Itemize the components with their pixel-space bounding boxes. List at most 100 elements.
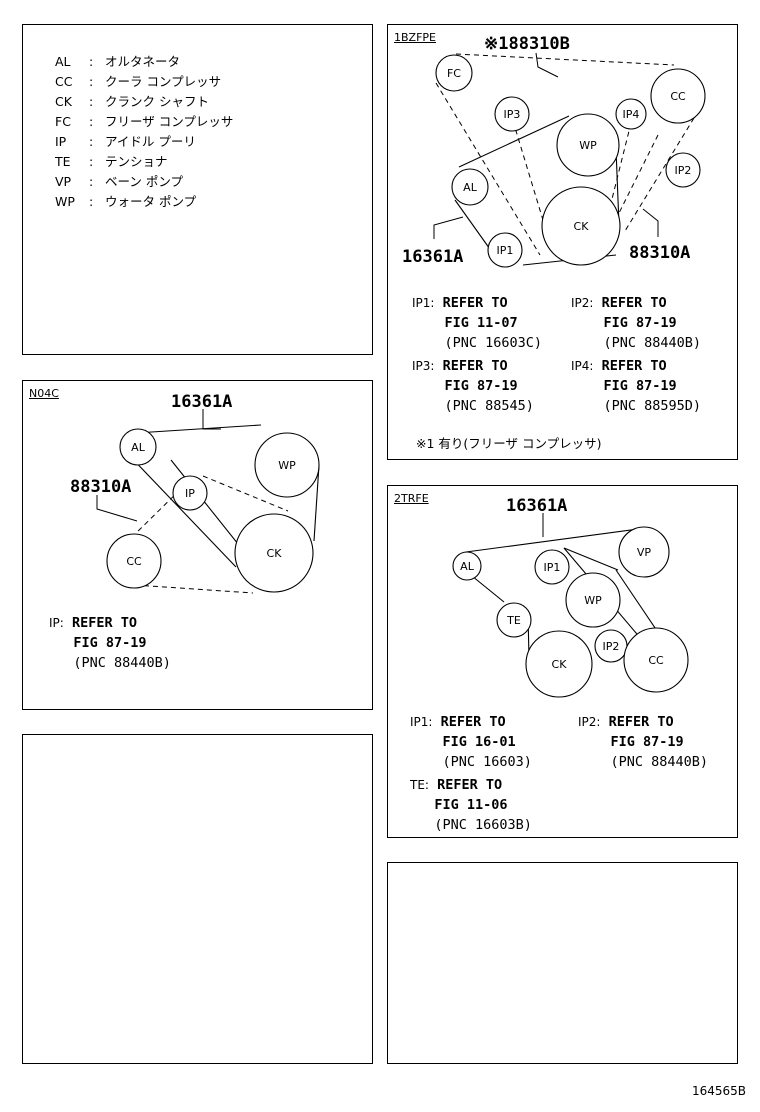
pulley-label: IP2 <box>675 164 692 177</box>
pulley-te <box>496 602 532 638</box>
legend-row: VP:ベーン ポンプ <box>55 174 183 189</box>
pulley-ip2 <box>665 152 701 188</box>
legend-row: CK:クランク シャフト <box>55 94 209 109</box>
ref-te: TE: REFER TO FIG 11-06 (PNC 16603B) <box>410 777 532 833</box>
engine-tag: N04C <box>29 387 59 400</box>
belt-segment <box>455 53 675 66</box>
belt-diagram-2trfe: VP AL IP1 WP TE IP2 CC CK 16361A <box>452 496 689 698</box>
legend-code: TE <box>55 154 71 169</box>
pulley-fc <box>435 54 473 92</box>
pulley-label: CC <box>648 654 664 667</box>
pulley-al <box>119 428 157 466</box>
pulley-ck <box>541 186 621 266</box>
pulley-label: AL <box>131 441 146 454</box>
part-number-16361a: 16361A <box>402 247 463 267</box>
pulley-ip4 <box>615 98 647 130</box>
legend-code: FC <box>55 114 71 129</box>
belt-segment <box>512 120 547 231</box>
legend-code: WP <box>55 194 75 209</box>
ref-ip: IP: REFER TO FIG 87-19 (PNC 88440B) <box>49 615 171 671</box>
pulley-label: IP4 <box>623 108 640 121</box>
belt-segment <box>125 451 237 568</box>
pulley-ip <box>172 475 208 511</box>
part-number-88310b: ※188310B <box>484 34 570 54</box>
legend-desc: ベーン ポンプ <box>105 174 183 189</box>
ref-ip1: IP1: REFER TO FIG 11-07 (PNC 16603C) <box>412 295 543 351</box>
legend-row: IP:アイドル プーリ <box>55 134 196 149</box>
pulley-label: IP <box>185 487 195 500</box>
pulley-label: FC <box>447 67 461 80</box>
legend-code: CK <box>55 94 72 109</box>
pulley-label: CC <box>126 555 142 568</box>
legend-row: AL:オルタネータ <box>55 54 181 69</box>
pulley-al <box>452 551 482 581</box>
ref-ip2: IP2: REFER TO FIG 87-19 (PNC 88440B) <box>571 295 702 351</box>
part-number-88310a: 88310A <box>629 243 690 263</box>
pulley-cc <box>623 627 689 693</box>
belt-segment <box>465 528 639 553</box>
pulley-ck <box>234 513 314 593</box>
pulley-label: CK <box>267 547 283 560</box>
pulley-ip1 <box>534 549 570 585</box>
legend-row: CC:クーラ コンプレッサ <box>55 74 222 89</box>
pulley-al <box>451 168 489 206</box>
legend-desc: クーラ コンプレッサ <box>105 74 222 89</box>
pulley-wp <box>556 113 620 177</box>
legend-code: AL <box>55 54 71 69</box>
legend-desc: ウォータ ポンプ <box>105 194 197 209</box>
pulley-cc <box>106 533 162 589</box>
leader-line <box>433 216 464 239</box>
footnote: ※1 有り(フリーザ コンプレッサ) <box>416 436 602 451</box>
panel-2trfe: 2TRFE VP AL IP1 WP TE IP2 CC <box>387 485 738 838</box>
pulley-label: CK <box>574 220 590 233</box>
engine-tag: 1BZFPE <box>394 31 436 44</box>
pulley-ip3 <box>494 96 530 132</box>
legend-code: IP <box>55 134 67 149</box>
belt-segment <box>615 148 620 226</box>
legend-desc: アイドル プーリ <box>105 134 196 149</box>
pulley-ip1 <box>487 232 523 268</box>
legend-code: CC <box>55 74 73 89</box>
legend-desc: クランク シャフト <box>105 94 209 109</box>
empty-panel-right <box>387 862 738 1064</box>
belt-diagram-n04c: AL WP IP CC CK 16361A 88310A <box>70 392 320 594</box>
pulley-label: CC <box>670 90 686 103</box>
belt-segment <box>127 476 194 542</box>
leader-line <box>96 495 138 522</box>
belt-segment <box>435 82 541 256</box>
belt-segment <box>563 547 619 571</box>
belt-segment <box>624 117 695 232</box>
ref-ip1: IP1: REFER TO FIG 16-01 (PNC 16603) <box>410 714 532 770</box>
legend-desc: テンショナ <box>105 154 168 169</box>
pulley-label: WP <box>584 594 602 607</box>
pulley-label: AL <box>460 560 475 573</box>
pulley-cc <box>650 68 706 124</box>
pulley-label: TE <box>506 614 521 627</box>
legend-code: VP <box>55 174 72 189</box>
panel-n04c: N04C AL WP IP CC CK <box>22 380 373 710</box>
leader-line <box>202 409 221 430</box>
pulley-label: IP3 <box>504 108 521 121</box>
leader-line <box>642 208 659 237</box>
pulley-label: IP1 <box>497 244 514 257</box>
belt-segment <box>135 424 262 434</box>
figure-id: 164565B <box>691 1084 746 1098</box>
panel-1bzfpe: 1BZFPE F <box>387 24 738 460</box>
pulley-wp <box>565 572 621 628</box>
legend-row: WP:ウォータ ポンプ <box>55 194 197 209</box>
belt-segment <box>458 115 570 168</box>
belt-segment <box>202 475 289 512</box>
empty-panel-left <box>22 734 373 1064</box>
part-number-16361a: 16361A <box>506 496 567 516</box>
legend-desc: オルタネータ <box>105 54 181 69</box>
pulley-label: IP1 <box>544 561 561 574</box>
belt-diagram-1bzfpe: FC IP3 IP4 CC WP IP2 AL CK IP1 ※188310B … <box>402 34 706 268</box>
belt-segment <box>471 575 505 603</box>
pulley-ck <box>525 630 593 698</box>
ref-ip4: IP4: REFER TO FIG 87-19 (PNC 88595D) <box>571 358 702 414</box>
belt-segment <box>607 122 632 216</box>
belt-segment <box>134 584 254 594</box>
leader-line <box>535 52 559 78</box>
engine-tag: 2TRFE <box>394 492 429 505</box>
